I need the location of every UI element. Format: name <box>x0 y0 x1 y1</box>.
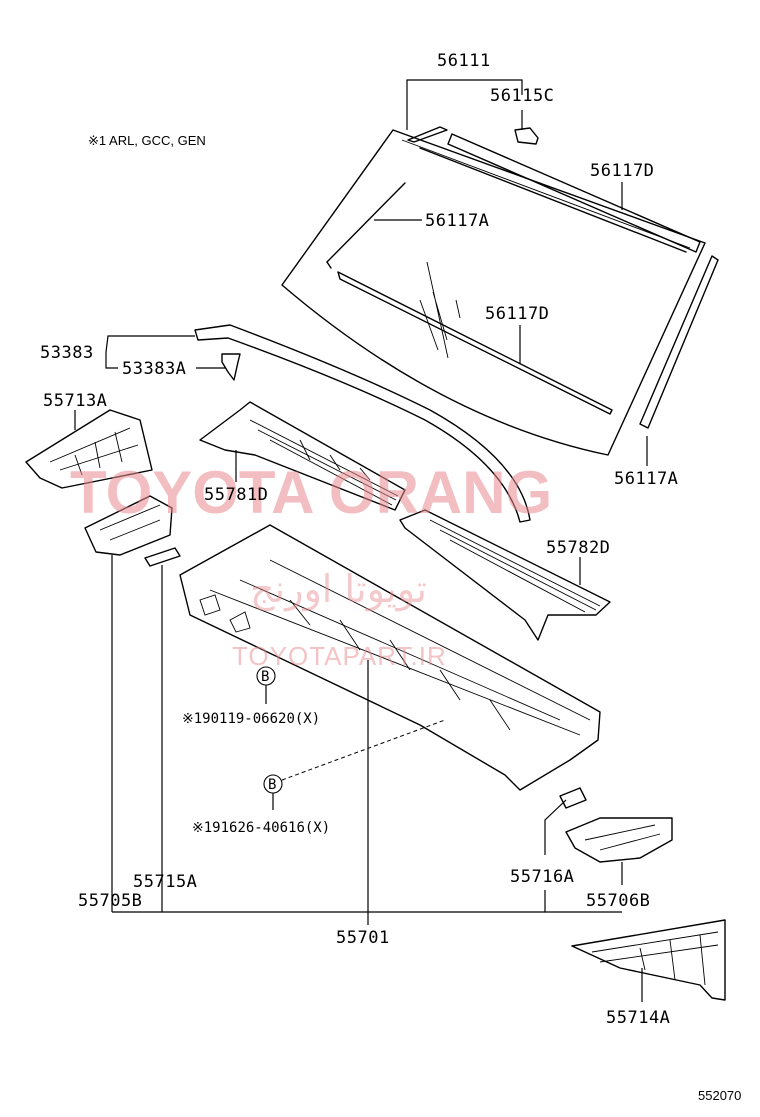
label-56117a-inner: 56117A <box>425 211 489 231</box>
watermark: TOYOTA ORANG تويوتا اورنج TOYOTAPART.IR <box>70 459 552 671</box>
label-55705b: 55705B <box>78 891 142 911</box>
moulding-56117d-top <box>407 126 701 253</box>
label-53383: 53383 <box>40 343 94 363</box>
label-55781d: 55781D <box>204 485 268 505</box>
louver-55782d <box>399 509 611 641</box>
windshield-glass <box>281 129 706 456</box>
label-56115c: 56115C <box>490 86 554 106</box>
cowl-panel-55701 <box>179 524 601 791</box>
bracket-55714a <box>571 919 726 1001</box>
figure-id: 552070 <box>698 1088 741 1103</box>
bracket-55713a <box>25 409 153 489</box>
label-bolt-1: ※190119-06620(X) <box>182 711 320 727</box>
applicability-note: ※1 ARL, GCC, GEN <box>88 133 206 148</box>
label-56117a-side: 56117A <box>614 469 678 489</box>
svg-text:B: B <box>268 777 276 793</box>
louver-55781d <box>199 401 406 511</box>
label-56111: 56111 <box>437 51 491 71</box>
label-55701: 55701 <box>336 928 390 948</box>
moulding-56117a-side <box>639 255 719 429</box>
label-53383a: 53383A <box>122 359 186 379</box>
clip-56115c <box>514 127 539 145</box>
callout-b2: B <box>263 719 446 810</box>
callout-b1: B <box>256 666 276 704</box>
watermark-arabic: تويوتا اورنج <box>250 567 427 612</box>
label-bolt-2: ※191626-40616(X) <box>192 820 330 836</box>
label-55713a: 55713A <box>43 391 107 411</box>
label-56117d-inner: 56117D <box>485 304 549 324</box>
label-55716a: 55716A <box>510 867 574 887</box>
svg-text:B: B <box>261 669 269 685</box>
bracket-55716a <box>559 787 587 809</box>
bracket-55706b <box>565 817 673 863</box>
plate-55715a <box>144 547 181 567</box>
watermark-site: TOYOTAPART.IR <box>232 641 447 671</box>
label-56117d-top: 56117D <box>590 161 654 181</box>
label-55782d: 55782D <box>546 538 610 558</box>
label-55715a: 55715A <box>133 872 197 892</box>
part-labels: 56111 56115C 56117D 56117A 56117D 53383 … <box>40 51 678 1028</box>
seal-53383 <box>194 324 531 523</box>
watermark-main: TOYOTA ORANG <box>70 459 552 526</box>
label-55706b: 55706B <box>586 891 650 911</box>
leader-lines <box>74 79 648 1002</box>
bracket-55705b <box>84 495 173 556</box>
label-55714a: 55714A <box>606 1008 670 1028</box>
